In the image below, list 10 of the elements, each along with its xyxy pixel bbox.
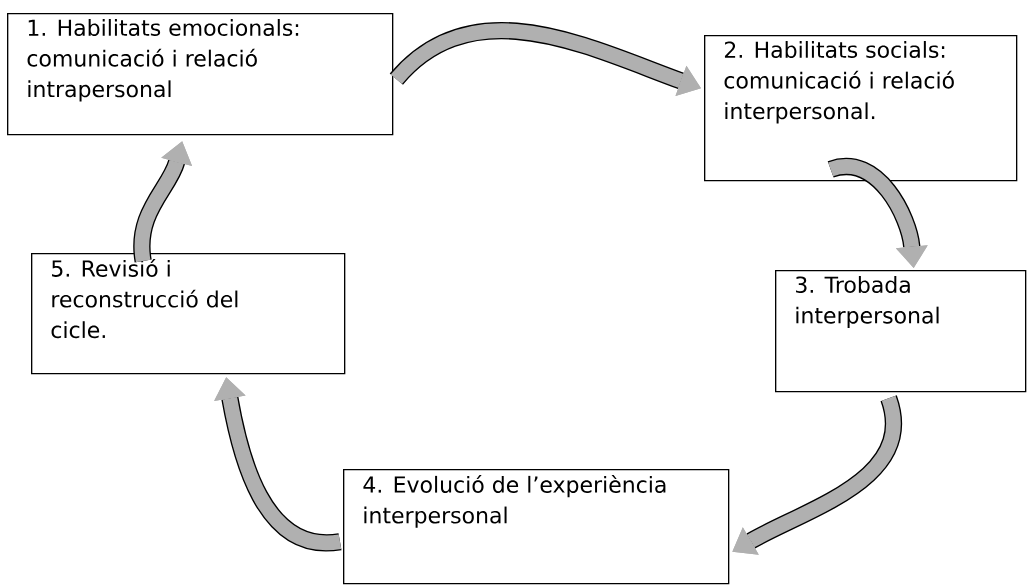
- curved-arrow: [828, 158, 928, 268]
- process-box: 4. Evolució de l’experiència interpersonal: [343, 469, 730, 585]
- process-box: 5. Revisió i reconstrucció del cicle.: [31, 253, 346, 375]
- curved-arrow: [133, 141, 193, 262]
- curved-arrow: [732, 396, 902, 555]
- process-box: 3. Trobada interpersonal: [775, 270, 1027, 393]
- process-box: 2. Habilitats socials: comunicació i relació interpersonal.: [704, 35, 1018, 182]
- curved-arrow: [390, 22, 701, 96]
- curved-arrow: [214, 377, 341, 552]
- process-box: 1. Habilitats emocionals: comunicació i relació intrapersonal: [7, 13, 394, 136]
